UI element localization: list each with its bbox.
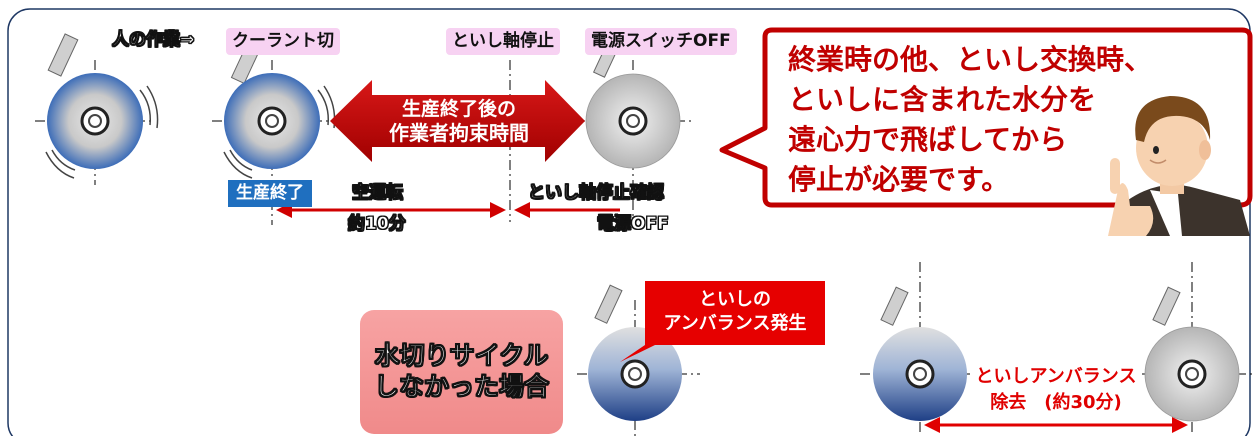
production-end-badge: 生産終了 (228, 180, 312, 207)
no-cycle-text: 水切りサイクル しなかった場合 (360, 340, 563, 403)
removal-label-bg (970, 358, 1142, 416)
speech-line-2: といしに含まれた水分を (788, 83, 1097, 116)
unbalanced-wheel (860, 262, 1150, 436)
no-cycle-box (360, 310, 563, 434)
removal-text: といしアンバランス 除去 (約30分) (972, 364, 1140, 416)
human-work-label: 人の作業⇒ (112, 30, 195, 50)
confirm-arrow (514, 202, 620, 218)
idle-time-label: 約10分 (348, 214, 406, 234)
outer-frame (7, 8, 1251, 436)
worker-time-arrow (330, 80, 585, 162)
unbalance-line2: アンバランス発生 (663, 313, 807, 334)
removal-line1: といしアンバランス (975, 366, 1137, 387)
spindle-stop-label: といし軸停止 (446, 28, 560, 55)
unbalance-callout-text: といしの アンバランス発生 (645, 288, 825, 336)
worker-time-line1: 生産終了後の (401, 98, 516, 120)
coolant-off-label: クーラント切 (226, 28, 340, 55)
idle-run-label: 空運転 (352, 183, 404, 203)
speech-line-4: 停止が必要です。 (788, 163, 1010, 196)
removal-time-arrow (924, 417, 1188, 433)
worker-time-line2: 作業者拘束時間 (389, 121, 529, 145)
no-cycle-line1: 水切りサイクル (374, 341, 549, 371)
speech-text: 終業時の他、といし交換時、 といしに含まれた水分を 遠心力で飛ばしてから 停止が… (788, 40, 1152, 200)
spindle-stop-confirm-label: といし軸停止確認 (528, 183, 665, 203)
grinding-wheel-1 (35, 33, 159, 185)
speech-line-1: 終業時の他、といし交換時、 (788, 43, 1153, 76)
worker-time-text: 生産終了後の 作業者拘束時間 (372, 97, 546, 145)
grinding-wheel-3 (575, 46, 693, 225)
person-illustration (1108, 96, 1250, 236)
power-switch-off-label: 電源スイッチOFF (585, 28, 737, 55)
power-off-small-label: 電源OFF (597, 214, 669, 234)
removal-line2: 除去 (約30分) (990, 392, 1122, 413)
unbalance-line1: といしの (699, 289, 771, 310)
wet-wheel (577, 284, 700, 436)
no-cycle-line2: しなかった場合 (373, 372, 550, 402)
speech-line-3: 遠心力で飛ばしてから (788, 123, 1068, 156)
balanced-wheel (1136, 262, 1252, 436)
